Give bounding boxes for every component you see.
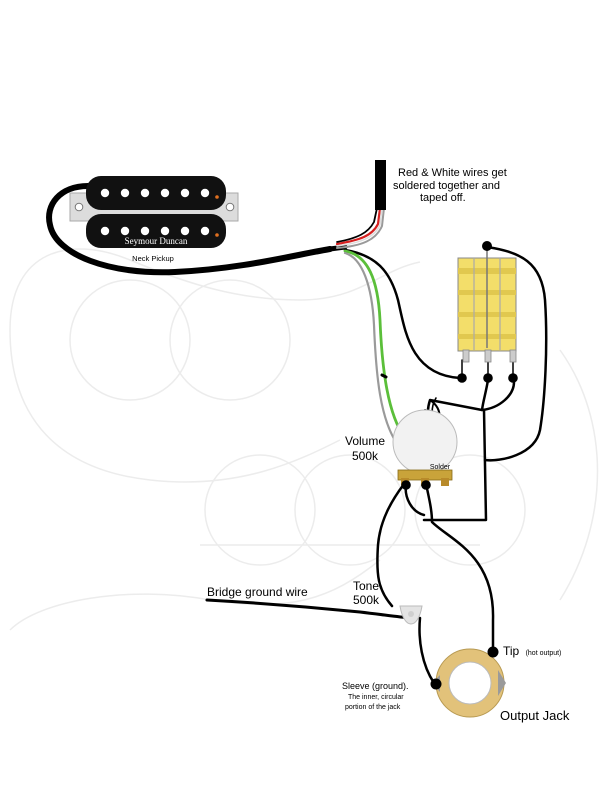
jack-hole (448, 661, 492, 705)
output-jack (430, 646, 506, 718)
volume-pot: Solder (392, 409, 458, 490)
wire-switch-bridge (480, 378, 516, 412)
volume-label: Volume (345, 434, 385, 448)
pickup-brand: Seymour Duncan (125, 236, 188, 246)
pickup-coil-bottom (86, 214, 226, 248)
switch-lug-left (457, 373, 467, 383)
wire-switch-top-loop (483, 245, 548, 462)
wire-gray-to-volume (343, 251, 424, 468)
wires-note-line3: taped off. (420, 192, 466, 204)
wires-note-line1: Red & White wires get (398, 167, 507, 179)
wire-gray-up (336, 207, 385, 249)
mount-screw-right (225, 202, 235, 212)
output-jack-label: Output Jack (500, 708, 570, 723)
pickup-coil-top (86, 176, 226, 210)
wire-switch-down (422, 408, 488, 522)
pickup-dot (215, 195, 219, 199)
wire-tone-to-sleeve (418, 616, 436, 685)
pickup-dot-2 (215, 233, 219, 237)
sleeve-line1: Sleeve (ground). (342, 681, 409, 691)
tape-tube (375, 160, 386, 210)
volume-lug-left (401, 480, 411, 490)
wire-green-to-volume (343, 249, 432, 464)
pole-pieces-bottom (100, 226, 210, 236)
sleeve-line3: portion of the jack (345, 704, 401, 711)
pickup-cable (46, 183, 333, 276)
tip-label: Tip (hot output) (503, 644, 561, 658)
bridge-ground-wire (205, 598, 412, 620)
wire-red-up (335, 206, 382, 246)
wire-black-to-switch (343, 248, 462, 380)
sleeve-line2: The inner, circular (348, 694, 404, 701)
wire-white-up (336, 207, 383, 247)
jack-tip-terminal (487, 646, 499, 658)
tone-pot (399, 605, 423, 625)
switch-lug-right (508, 373, 518, 383)
solder-label: Solder (430, 464, 451, 471)
bridge-ground-label: Bridge ground wire (207, 585, 308, 599)
neck-pickup: Seymour Duncan Neck Pickup (69, 176, 239, 263)
pole-pieces-top (100, 188, 210, 198)
mount-screw-left (74, 202, 84, 212)
wire-volume-to-tip (424, 482, 495, 652)
switch-solder-top (482, 241, 492, 251)
pickup-label: Neck Pickup (132, 254, 174, 263)
labels: Red & White wires get soldered together … (207, 167, 570, 723)
wire-black-up (336, 207, 378, 243)
jack-sleeve-terminal (430, 678, 442, 690)
switch-lug-mid (483, 373, 493, 383)
tone-value: 500k (353, 593, 380, 607)
tone-label: Tone (353, 579, 379, 593)
pickup-switch (457, 241, 518, 383)
wires-note-line2: soldered together and (393, 180, 500, 192)
wire-volume-to-tone (376, 482, 406, 608)
volume-value: 500k (352, 449, 379, 463)
volume-lug-mid (421, 480, 431, 490)
